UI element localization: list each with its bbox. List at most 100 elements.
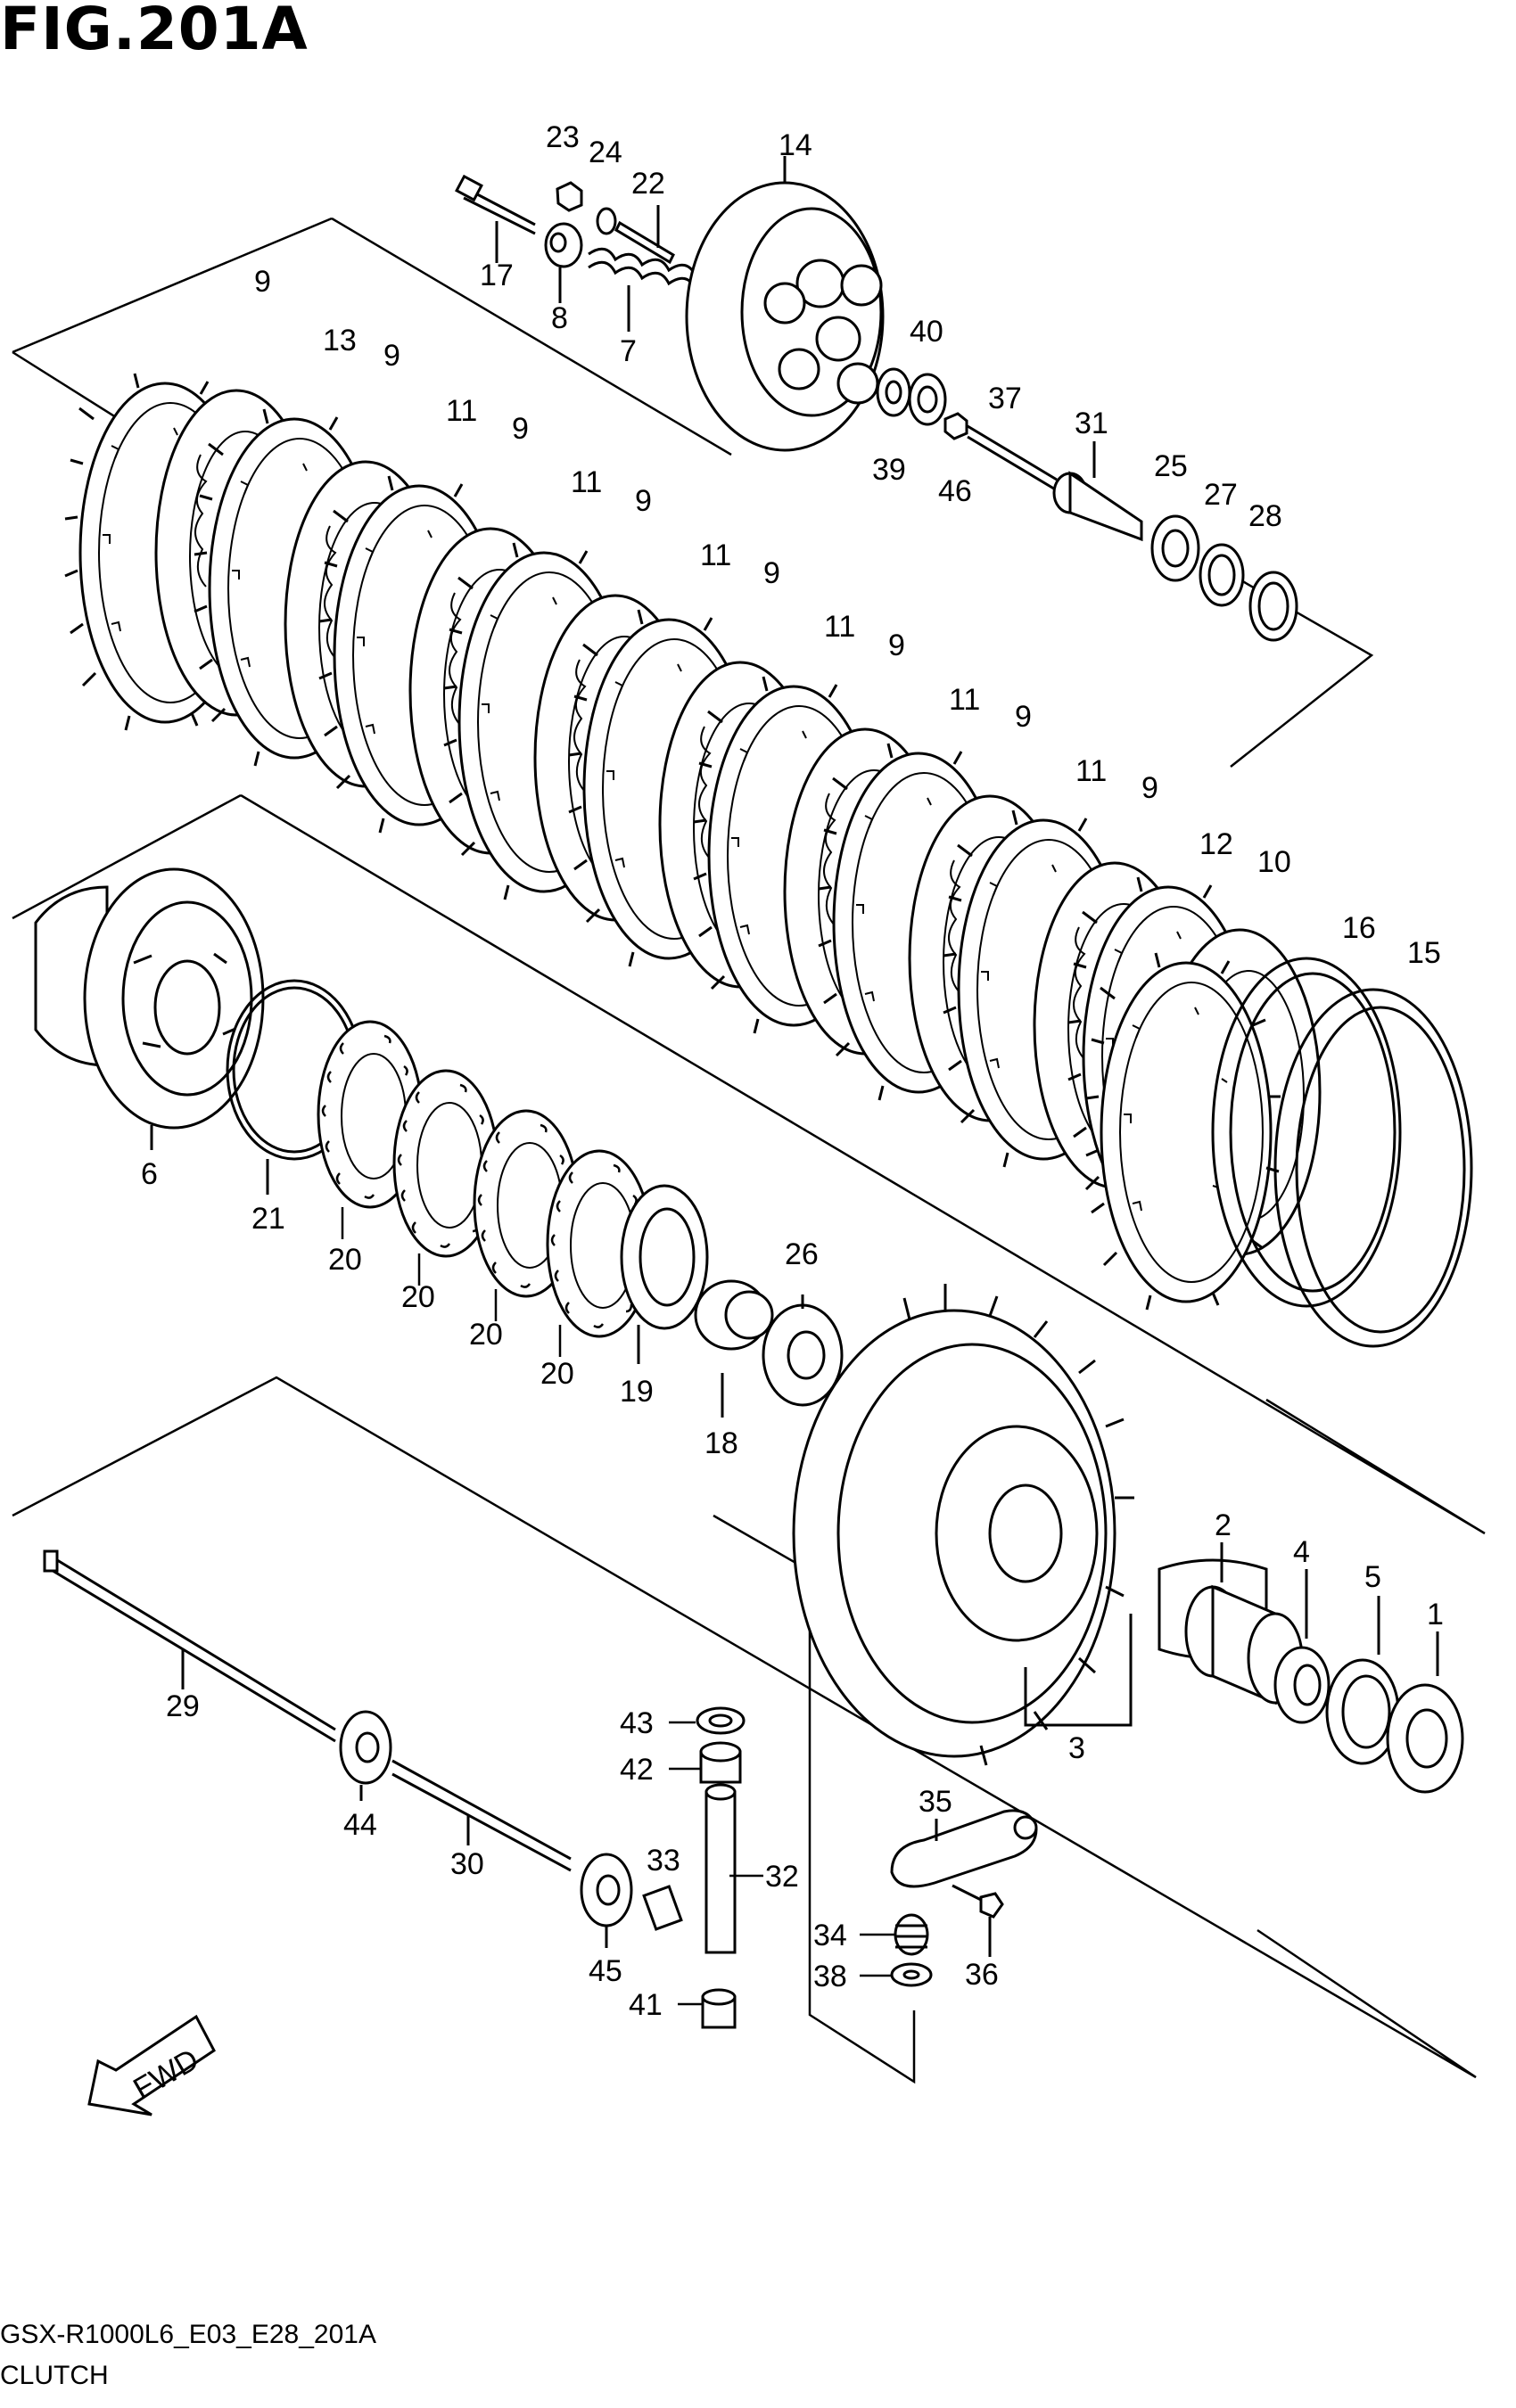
- callout-31: 31: [1075, 407, 1108, 440]
- clutch-hub-6: [34, 867, 265, 1150]
- oil-seal-43: [696, 1706, 746, 1735]
- callout-9: 9: [254, 265, 271, 299]
- callout-45: 45: [589, 1954, 622, 1988]
- callout-3: 3: [1068, 1731, 1085, 1765]
- callout-21: 21: [251, 1202, 285, 1236]
- callout-12: 12: [1199, 827, 1233, 861]
- ring-16: [1211, 957, 1402, 1308]
- release-shaft-32: [704, 1783, 737, 1954]
- callout-11: 11: [1075, 754, 1107, 788]
- leader-lines: [669, 1721, 895, 2006]
- bolt-36: [952, 1884, 1004, 1957]
- bearing-42: [699, 1741, 742, 1784]
- callout-13: 13: [323, 324, 357, 358]
- callout-40: 40: [910, 315, 943, 349]
- callout-19: 19: [620, 1375, 654, 1409]
- washer-39: [876, 367, 911, 417]
- callout-9: 9: [763, 556, 780, 590]
- callout-20: 20: [328, 1243, 362, 1277]
- ring-15: [1273, 988, 1473, 1348]
- callout-23: 23: [546, 120, 580, 154]
- callout-32: 32: [765, 1860, 799, 1894]
- callout-15: 15: [1407, 936, 1441, 970]
- spring-34: [894, 1913, 929, 1956]
- callout-30: 30: [450, 1847, 484, 1881]
- bearing-41: [701, 1988, 737, 2029]
- push-rod-29: [43, 1549, 336, 1743]
- callout-20: 20: [540, 1357, 574, 1391]
- callout-9: 9: [635, 484, 652, 518]
- section-name: CLUTCH: [0, 2361, 109, 2390]
- spacer-4: [1273, 1569, 1331, 1724]
- callout-18: 18: [704, 1426, 738, 1460]
- callout-8: 8: [551, 301, 568, 335]
- primary-driven-gear-3: [792, 1284, 1268, 1766]
- callout-9: 9: [1141, 771, 1158, 805]
- callout-41: 41: [629, 1988, 663, 2022]
- washer-28: [1248, 571, 1298, 642]
- nut-25: [1150, 514, 1200, 582]
- callout-11: 11: [571, 465, 602, 499]
- callout-9: 9: [888, 629, 905, 662]
- callout-labels: 23 24 22 14 17 8 7 40 39 46 37 31 25 27 …: [141, 120, 1444, 2022]
- fwd-arrow-icon: FWD: [87, 2014, 216, 2116]
- bearing-5: [1325, 1596, 1400, 1765]
- callout-27: 27: [1204, 478, 1238, 512]
- bolt-17: [455, 174, 536, 263]
- callout-39: 39: [872, 453, 906, 487]
- callout-7: 7: [620, 334, 637, 368]
- callout-4: 4: [1293, 1535, 1310, 1569]
- callout-20: 20: [401, 1280, 435, 1314]
- callout-28: 28: [1248, 499, 1282, 533]
- callout-9: 9: [383, 339, 400, 373]
- washer-38: [890, 1962, 933, 1987]
- callout-36: 36: [965, 1958, 999, 1992]
- callout-9: 9: [512, 412, 529, 446]
- callout-38: 38: [813, 1960, 847, 1993]
- callout-9: 9: [1015, 700, 1032, 734]
- callout-24: 24: [589, 136, 622, 169]
- callout-10: 10: [1257, 845, 1291, 879]
- callout-34: 34: [813, 1919, 847, 1952]
- callout-14: 14: [779, 128, 812, 162]
- washer-1: [1386, 1631, 1464, 1794]
- callout-35: 35: [919, 1785, 952, 1819]
- callout-17: 17: [480, 259, 514, 292]
- nut-46: [943, 412, 968, 440]
- push-piece-31: [1052, 441, 1143, 542]
- callout-16: 16: [1342, 911, 1376, 945]
- callout-6: 6: [141, 1157, 158, 1191]
- nut-23: [556, 181, 583, 212]
- pin-22: [614, 205, 675, 265]
- push-rod-30: [391, 1759, 572, 1872]
- diagram-code: GSX-R1000L6_E03_E28_201A: [0, 2320, 376, 2349]
- washer-27: [1199, 543, 1245, 607]
- callout-33: 33: [647, 1844, 680, 1878]
- callout-25: 25: [1154, 449, 1188, 483]
- washer-24: [596, 207, 617, 235]
- collar-8: [544, 222, 583, 303]
- callout-5: 5: [1364, 1560, 1381, 1594]
- callout-20: 20: [469, 1318, 503, 1352]
- callout-11: 11: [700, 538, 731, 572]
- callout-11: 11: [949, 683, 980, 717]
- washer-26: [762, 1294, 844, 1407]
- callout-11: 11: [824, 610, 855, 644]
- callout-44: 44: [343, 1808, 377, 1842]
- callout-46: 46: [938, 474, 972, 508]
- lever-35: [890, 1809, 1038, 1888]
- callout-1: 1: [1427, 1598, 1444, 1631]
- callout-22: 22: [631, 167, 665, 201]
- bearing-40: [908, 373, 947, 426]
- callout-2: 2: [1215, 1508, 1232, 1542]
- bearing-44: [339, 1710, 392, 1801]
- callout-11: 11: [446, 394, 477, 428]
- hub-18: [694, 1279, 774, 1418]
- bearing-45: [580, 1853, 633, 1948]
- callout-37: 37: [988, 382, 1022, 415]
- rod-37: [967, 424, 1058, 492]
- callout-29: 29: [166, 1689, 200, 1723]
- callout-42: 42: [620, 1753, 654, 1787]
- callout-26: 26: [785, 1237, 819, 1271]
